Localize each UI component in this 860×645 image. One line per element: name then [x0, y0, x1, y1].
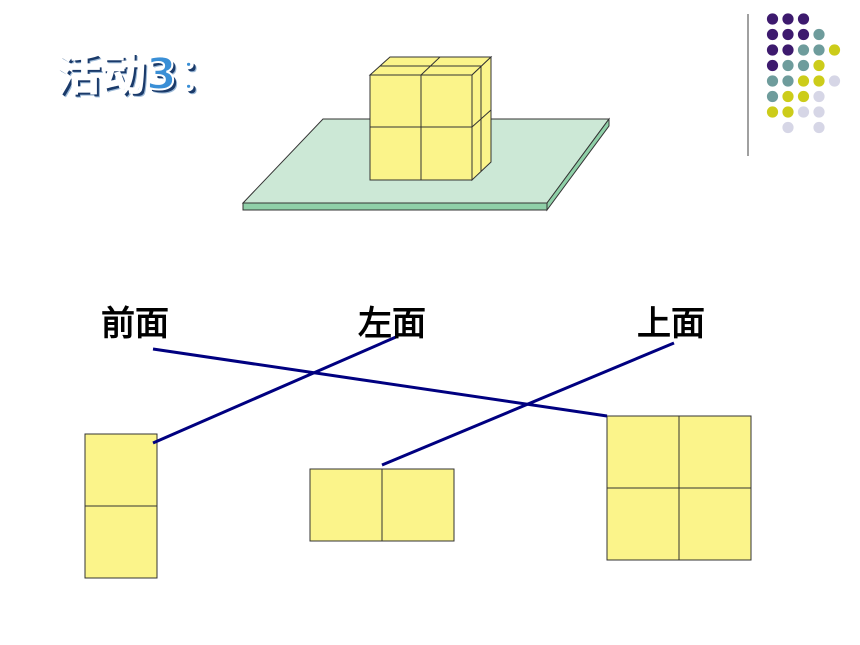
decorative-dot [797, 75, 810, 87]
label-left: 左面 [358, 304, 426, 344]
decorative-dot [813, 106, 825, 118]
decorative-dot [782, 13, 794, 25]
view-shape-tall [84, 433, 158, 579]
decorative-dot [828, 44, 841, 56]
decorative-dot [782, 28, 794, 41]
decorative-dot [813, 121, 825, 134]
decorative-dot [782, 59, 794, 72]
activity-title: 活动3： [55, 48, 223, 101]
decorative-dot [766, 59, 779, 72]
decorative-dot [797, 59, 810, 72]
decorative-dot [797, 28, 810, 41]
view-shape-wide [309, 468, 455, 542]
cube-stack [368, 55, 493, 182]
label-top: 上面 [637, 304, 705, 344]
decorative-dot [797, 106, 810, 118]
decorative-dot [813, 59, 825, 72]
decorative-dot [766, 44, 779, 56]
decorative-dot [766, 13, 779, 25]
decorative-dot [797, 44, 810, 56]
decorative-dot [782, 75, 794, 87]
decorative-dot [797, 90, 810, 103]
decorative-dot [828, 75, 841, 87]
decorative-dot [766, 106, 779, 118]
decorative-dot [813, 90, 825, 103]
decorative-dot [766, 90, 779, 103]
decorative-dot [766, 28, 779, 41]
board-side-edge [546, 117, 610, 212]
decorative-dot-grid [766, 13, 841, 134]
view-shape-square [606, 415, 752, 561]
decorative-dot [782, 121, 794, 134]
board-front-edge [242, 202, 548, 211]
decorative-dot [813, 44, 825, 56]
decorative-dot [782, 106, 794, 118]
connector-lines [152, 335, 675, 467]
decorative-dot [782, 44, 794, 56]
connector-front [152, 347, 608, 418]
decorative-dot [797, 13, 810, 25]
decorative-dot [813, 75, 825, 87]
decorative-dot [766, 75, 779, 87]
connector-left [152, 335, 397, 445]
label-front: 前面 [101, 304, 169, 344]
decorative-dot [782, 90, 794, 103]
connector-top [381, 341, 675, 467]
decorative-dot [813, 28, 825, 41]
